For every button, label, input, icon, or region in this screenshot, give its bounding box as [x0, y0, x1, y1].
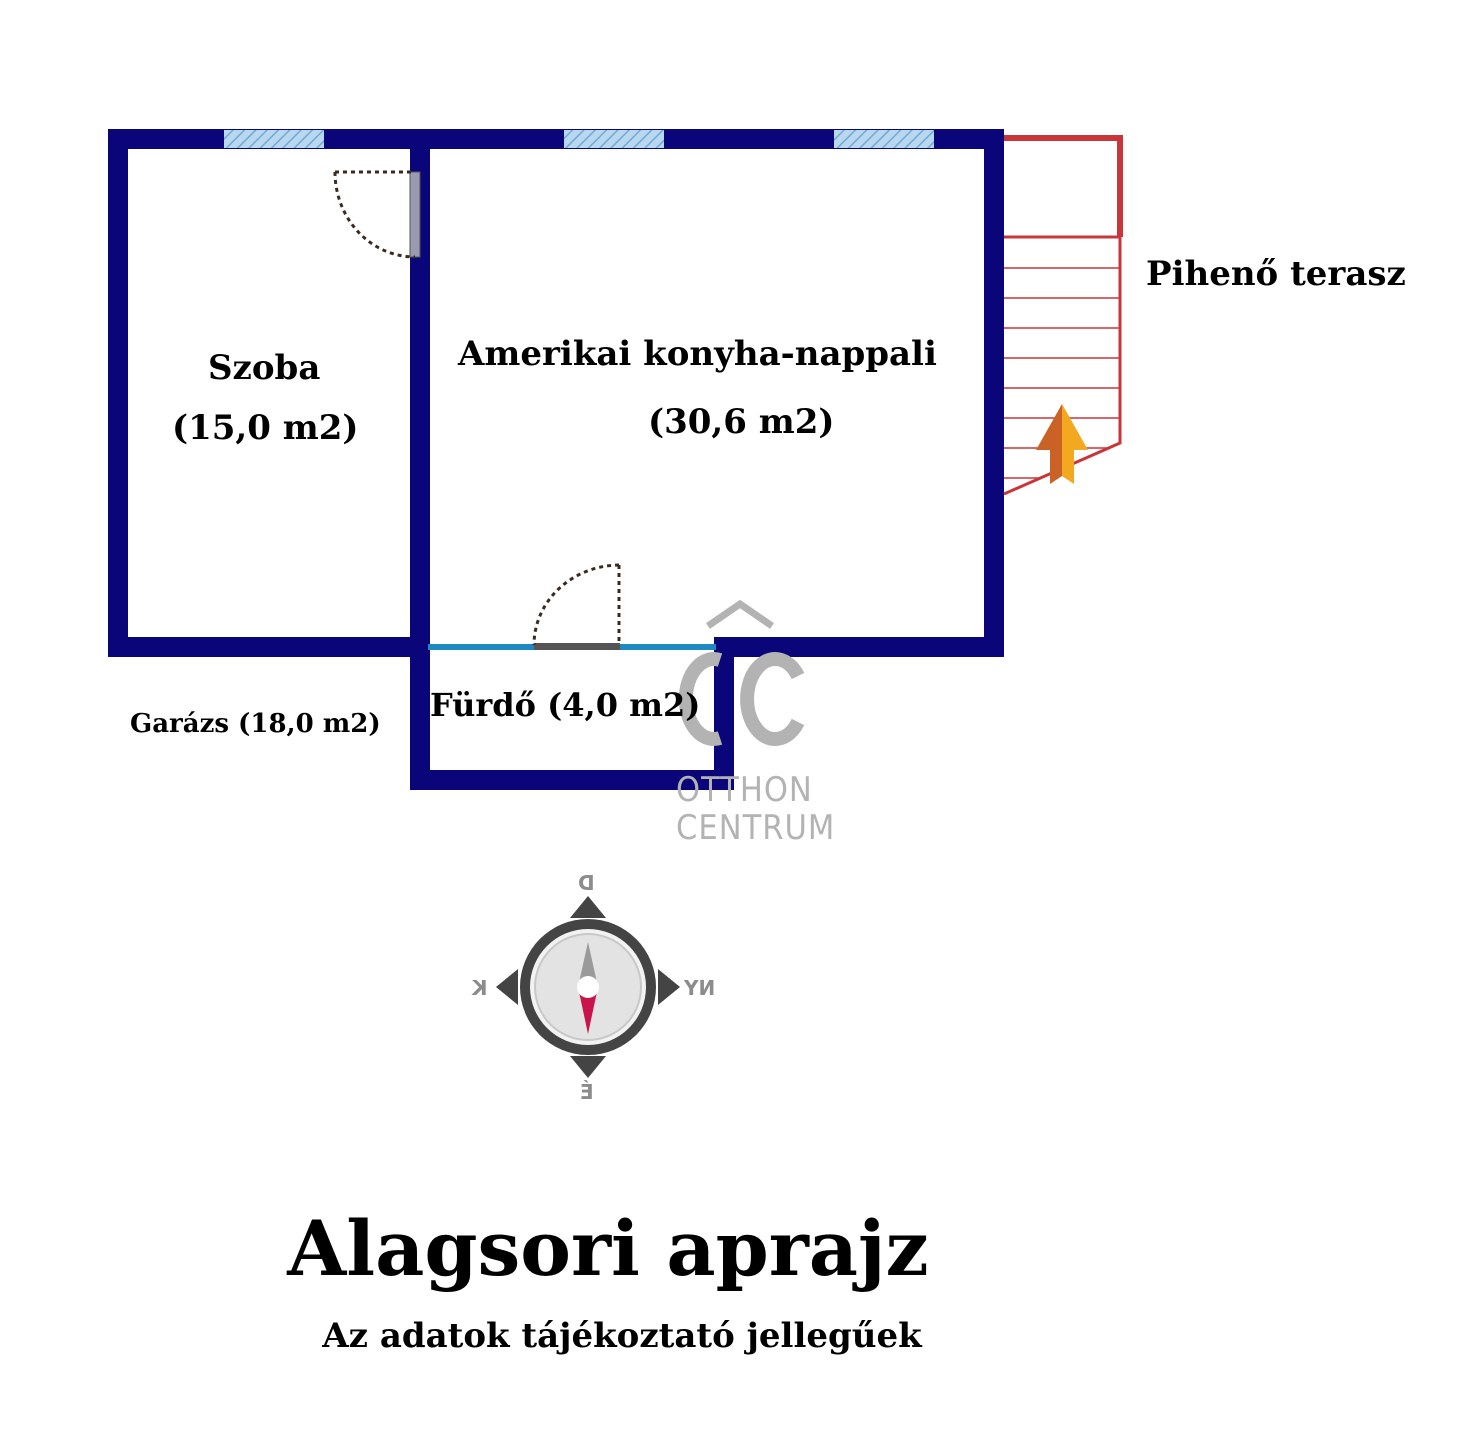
window — [564, 130, 664, 148]
outer-wall — [108, 129, 1004, 657]
logo-text-otthon: OTTHON — [676, 770, 813, 810]
walls — [108, 129, 1004, 790]
bathroom-wall — [410, 637, 734, 790]
room-area-szoba: (15,0 m2) — [172, 408, 359, 448]
compass-icon — [496, 896, 680, 1078]
compass-west-label: NY — [684, 976, 716, 1000]
window — [224, 130, 324, 148]
otthon-centrum-logo — [678, 599, 805, 746]
room-name-szoba: Szoba — [208, 348, 321, 388]
compass-north-label: É — [580, 1080, 594, 1104]
room-label-furdo: Fürdő (4,0 m2) — [430, 686, 701, 724]
page-subtitle: Az adatok tájékoztató jellegűek — [322, 1316, 922, 1356]
door-furdo — [428, 563, 716, 650]
door-szoba — [333, 170, 421, 259]
logo-text-centrum: CENTRUM — [676, 808, 836, 848]
room-label-terasz: Pihenő terasz — [1146, 254, 1406, 294]
compass-east-label: K — [472, 976, 488, 1000]
stair-arrow-icon — [1036, 404, 1088, 484]
compass-south-label: D — [578, 870, 595, 894]
room-area-nappali: (30,6 m2) — [648, 402, 835, 442]
windows — [224, 130, 934, 148]
room-label-garazs: Garázs (18,0 m2) — [130, 709, 381, 739]
window — [834, 130, 934, 148]
szoba-wall — [108, 129, 430, 657]
room-name-nappali: Amerikai konyha-nappali — [458, 334, 937, 374]
page-title: Alagsori aprajz — [287, 1204, 929, 1293]
